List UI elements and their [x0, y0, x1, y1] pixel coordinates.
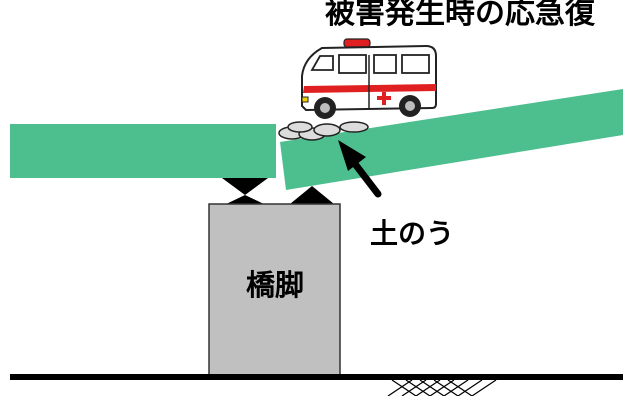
- top-caption: 被害発生時の応急復: [325, 0, 595, 31]
- pier-label: 橋脚: [245, 268, 304, 302]
- ground-hatching: [387, 379, 497, 396]
- right-bridge-deck: [280, 89, 623, 190]
- left-bridge-deck: [10, 124, 276, 178]
- right-bearing: [290, 186, 334, 204]
- bridge-pier: [208, 203, 341, 378]
- sandbag-label: 土のう: [370, 217, 455, 250]
- sandbag: [313, 123, 341, 137]
- ground-line: [10, 374, 623, 380]
- sandbags: [278, 121, 369, 141]
- sandbag: [339, 121, 369, 133]
- sandbag: [287, 121, 313, 133]
- arrow-icon: [338, 140, 382, 198]
- ambulance-icon: [301, 38, 437, 119]
- left-bearing: [222, 178, 268, 206]
